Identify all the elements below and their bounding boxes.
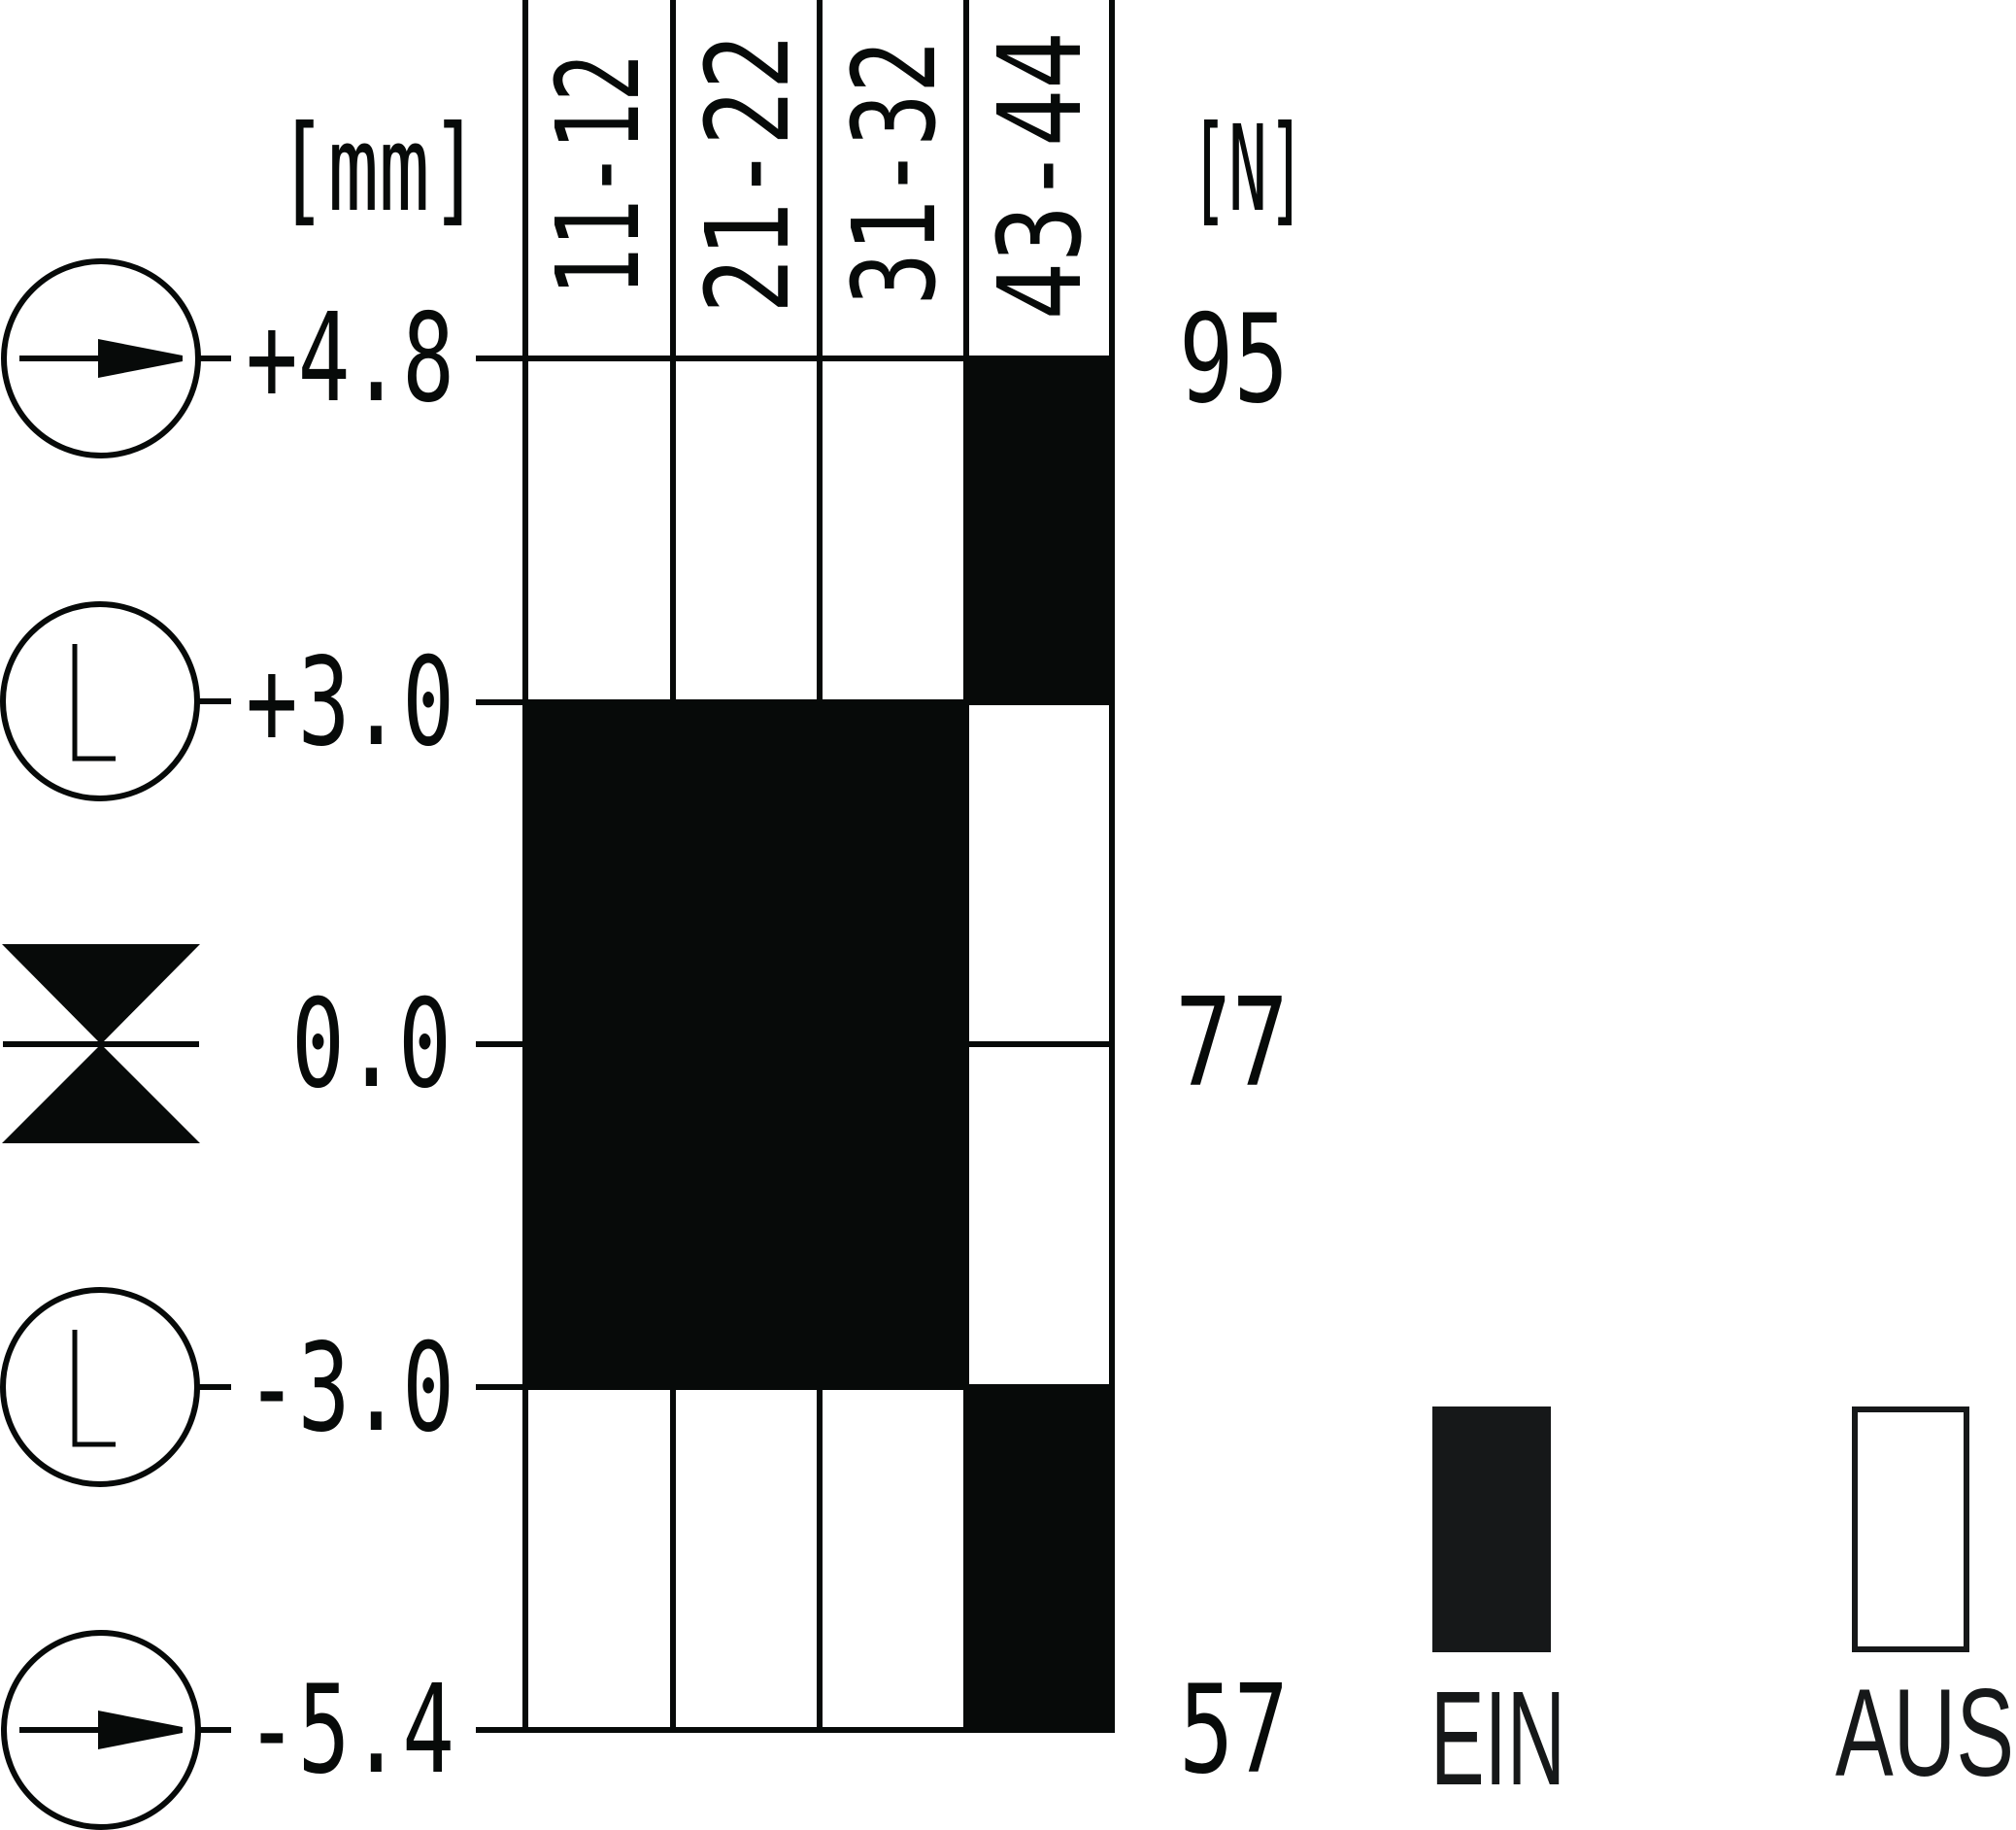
legend-swatch-off — [1852, 1406, 1969, 1652]
travel-label: +3.0 — [246, 630, 454, 773]
force-label: 77 — [1175, 971, 1289, 1114]
contact-header-31-32: 31-32 — [827, 41, 961, 306]
position-row-plus-4-8: +4.8 95 — [1, 258, 1289, 458]
arrow-circle-icon — [1, 1630, 201, 1830]
legend-label-on: EIN — [1430, 1664, 1565, 1813]
latch-circle-icon — [0, 601, 200, 801]
hourglass-icon — [2, 944, 200, 1143]
cell-43-44-seg4-on — [963, 1384, 1115, 1732]
cell-43-44-seg1-on — [966, 358, 1115, 704]
position-row-minus-5-4: -5.4 57 — [1, 1630, 1289, 1830]
latch-circle-icon — [0, 1287, 200, 1487]
table-grid — [476, 0, 1115, 1733]
contact-header-43-44: 43-44 — [973, 32, 1107, 321]
contact-header-21-22: 21-22 — [681, 34, 815, 314]
legend-label-off: AUS — [1835, 1664, 2014, 1803]
legend-item-on: EIN — [1430, 1406, 1565, 1813]
position-row-minus-3-0: -3.0 — [0, 1287, 454, 1487]
travel-label: -3.0 — [246, 1316, 454, 1459]
legend-swatch-on — [1432, 1406, 1551, 1652]
force-label: 95 — [1179, 288, 1289, 430]
travel-label: 0.0 — [291, 972, 452, 1115]
travel-label: +4.8 — [246, 287, 454, 429]
travel-label: -5.4 — [246, 1658, 454, 1801]
legend-item-off: AUS — [1835, 1406, 2014, 1803]
position-row-zero: 0.0 77 — [2, 944, 1289, 1143]
contact-headers: 11-12 21-22 31-32 43-44 — [531, 32, 1107, 321]
arrow-circle-icon — [1, 258, 201, 458]
force-unit-label: [N] — [1190, 100, 1306, 238]
legend: EIN AUS — [1430, 1406, 2014, 1813]
contact-header-11-12: 11-12 — [531, 53, 665, 296]
travel-unit-label: [mm] — [277, 100, 481, 238]
force-label: 57 — [1179, 1658, 1289, 1801]
position-row-plus-3-0: +3.0 — [0, 601, 454, 801]
